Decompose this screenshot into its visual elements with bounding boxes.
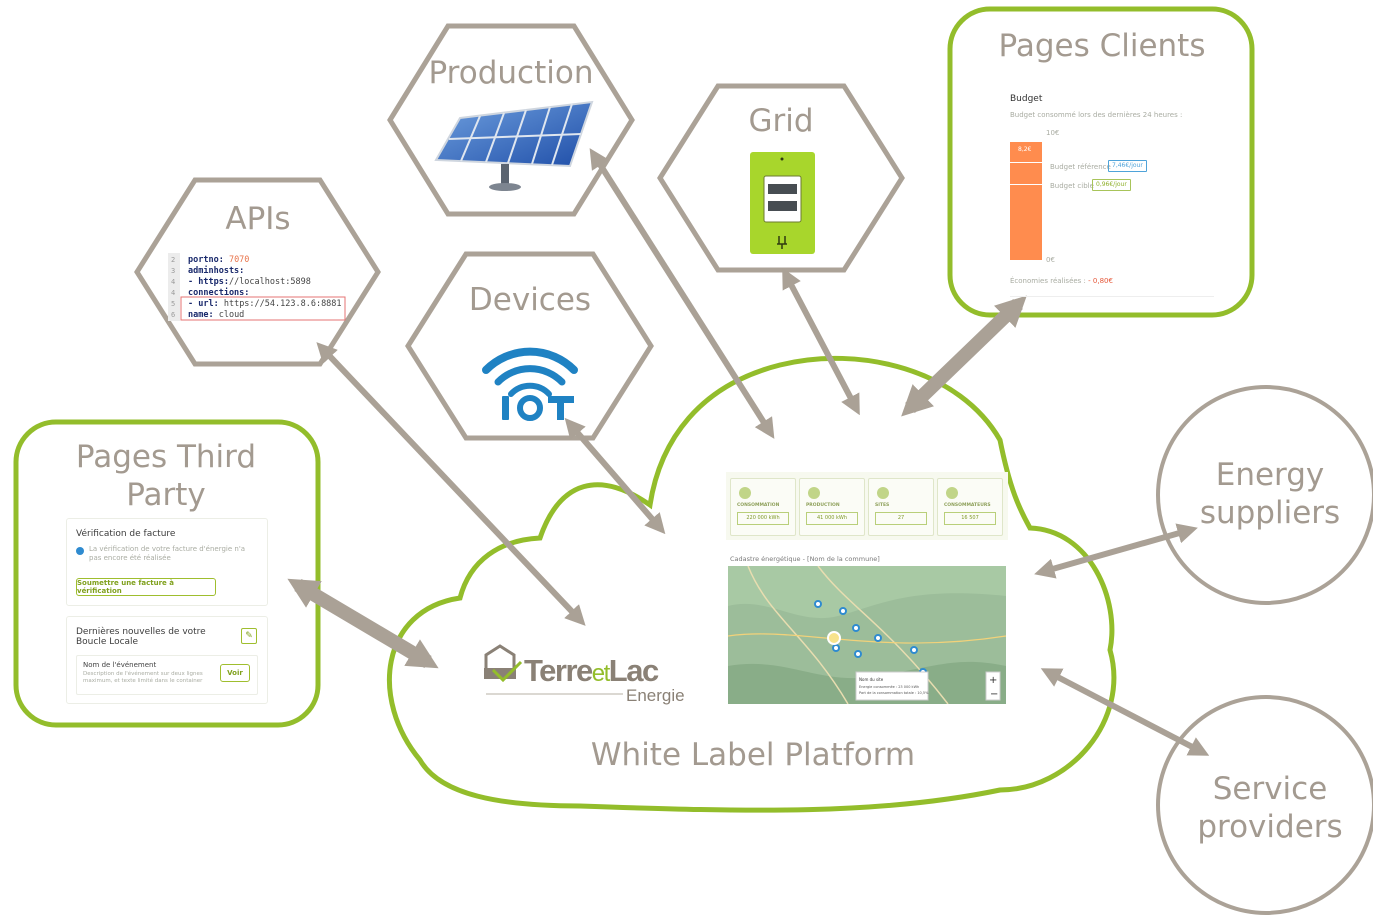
energy-map[interactable]: Nom du site Energie consommée : 23 000 k… [728, 566, 1006, 704]
apis-label: APIs [225, 201, 290, 237]
code-line: - url: https://54.123.8.6:8881 [188, 299, 342, 309]
budget-ref-line [1010, 162, 1042, 163]
event-card: Nom de l'événement Description de l'évén… [76, 655, 258, 695]
event-view-button[interactable]: Voir [220, 664, 250, 682]
energy-suppliers-label-1: Energy [1216, 457, 1325, 493]
budget-savings: Économies réalisées : - 0,80€ [1010, 277, 1113, 285]
smart-meter-image [750, 152, 815, 254]
sites-icon [877, 487, 889, 499]
kpi-consumption: CONSOMMATION 220 000 kWh [730, 478, 796, 536]
budget-divider [1010, 296, 1214, 297]
code-line: portno: 7070 [188, 255, 249, 265]
arrow-apis [316, 342, 586, 626]
local-news-title: Dernières nouvelles de votre Boucle Loca… [76, 627, 206, 648]
map-popup-line-1: Nom du site [859, 677, 884, 682]
invoice-check-text: La vérification de votre facture d'énerg… [89, 545, 246, 563]
kpi-consumers-label: CONSOMMATEURS [944, 503, 991, 508]
budget-screenshot: Budget Budget consommé lors des dernière… [1000, 84, 1218, 300]
local-news-card: Dernières nouvelles de votre Boucle Loca… [66, 616, 268, 704]
consumption-icon [739, 487, 751, 499]
arrow-pages-third-party [287, 578, 439, 669]
budget-ref-label: Budget référence [1050, 163, 1111, 171]
code-line-number: 4 [171, 289, 175, 297]
logo-sub: Energie [626, 686, 685, 705]
platform-label: White Label Platform [591, 737, 915, 773]
budget-bar-value: 8,2€ [1018, 146, 1032, 153]
service-providers-label-1: Service [1213, 771, 1328, 807]
arrow-energy-suppliers [1034, 523, 1198, 579]
zoom-out-icon: − [990, 689, 998, 700]
budget-target-value: 0,96€/jour [1092, 179, 1131, 191]
kpi-sites-value: 27 [875, 512, 927, 525]
energy-suppliers-label-2: suppliers [1200, 495, 1340, 531]
submit-invoice-button[interactable]: Soumettre une facture à vérification [76, 578, 216, 596]
kpi-sites: SITES 27 [868, 478, 934, 536]
pages-clients-label: Pages Clients [999, 28, 1206, 64]
service-providers-label-2: providers [1197, 809, 1342, 845]
zoom-in-icon: + [989, 675, 997, 686]
event-description: Description de l'événement sur deux lign… [83, 671, 203, 685]
arrow-devices [564, 417, 666, 535]
code-line: - https://localhost:5898 [188, 277, 311, 287]
arrow-pages-clients [901, 295, 1027, 417]
budget-savings-label: Économies réalisées : [1010, 277, 1086, 285]
arrow-grid [782, 267, 860, 416]
devices-label: Devices [469, 282, 591, 318]
budget-ref-value: 7,46€/jour [1108, 160, 1147, 172]
kpi-consumers-value: 16 507 [944, 512, 996, 525]
api-config-snippet: 2 portno: 7070 3 adminhosts: 4 - https://loca… [168, 253, 346, 321]
apis-hexagon [134, 177, 381, 367]
budget-target-line [1010, 184, 1042, 185]
kpi-consumption-value: 220 000 kWh [737, 512, 789, 525]
kpi-production-value: 41 000 kWh [806, 512, 858, 525]
terre-et-lac-logo: TerreetLac Energie [484, 644, 685, 705]
solar-panel-image [434, 100, 594, 191]
production-icon [808, 487, 820, 499]
event-name: Nom de l'événement [83, 661, 157, 669]
pages-third-party-label-1: Pages Third [76, 439, 256, 475]
logo-brand: TerreetLac [524, 653, 659, 688]
edit-icon[interactable]: ✎ [241, 628, 257, 644]
budget-bottom-tick: 0€ [1046, 256, 1055, 264]
code-line: connections: [188, 287, 249, 298]
map-popup [855, 671, 929, 701]
budget-savings-value: - 0,80€ [1088, 277, 1113, 285]
service-providers-circle [1156, 695, 1373, 915]
production-label: Production [429, 55, 594, 91]
code-line-number: 6 [171, 311, 175, 319]
budget-bar [1010, 142, 1042, 260]
consumers-icon [946, 487, 958, 499]
invoice-check-title: Vérification de facture [76, 529, 176, 539]
map-title: Cadastre énergétique - [Nom de la commun… [730, 555, 880, 563]
invoice-check-card: Vérification de facture La vérification … [66, 518, 268, 606]
budget-target-label: Budget cible [1050, 182, 1094, 190]
budget-top-tick: 10€ [1046, 129, 1060, 137]
energy-suppliers-circle [1156, 385, 1373, 605]
pages-third-party-label-2: Party [126, 477, 206, 513]
kpi-production: PRODUCTION 41 000 kWh [799, 478, 865, 536]
kpi-sites-label: SITES [875, 503, 890, 508]
grid-label: Grid [748, 103, 813, 139]
kpi-consumption-label: CONSOMMATION [737, 503, 780, 508]
map-popup-line-3: Part de la consommation totale : 10,5% [859, 691, 929, 695]
code-line-number: 5 [171, 300, 175, 308]
code-line-number: 4 [171, 278, 175, 286]
kpi-consumers: CONSOMMATEURS 16 507 [937, 478, 1003, 536]
arrow-production [589, 148, 775, 439]
code-line: name: cloud [188, 310, 244, 320]
kpi-production-label: PRODUCTION [806, 503, 840, 508]
code-line: adminhosts: [188, 265, 244, 276]
map-popup-line-2: Energie consommée : 23 000 kWh [859, 685, 919, 689]
iot-icon [482, 347, 578, 421]
budget-title: Budget [1010, 94, 1043, 104]
arrow-service-providers [1040, 668, 1210, 756]
info-icon [76, 547, 84, 555]
budget-subtitle: Budget consommé lors des dernières 24 he… [1010, 111, 1183, 119]
map-zoom-control [985, 671, 1001, 701]
code-line-number: 3 [171, 267, 175, 275]
code-line-number: 2 [171, 256, 175, 264]
